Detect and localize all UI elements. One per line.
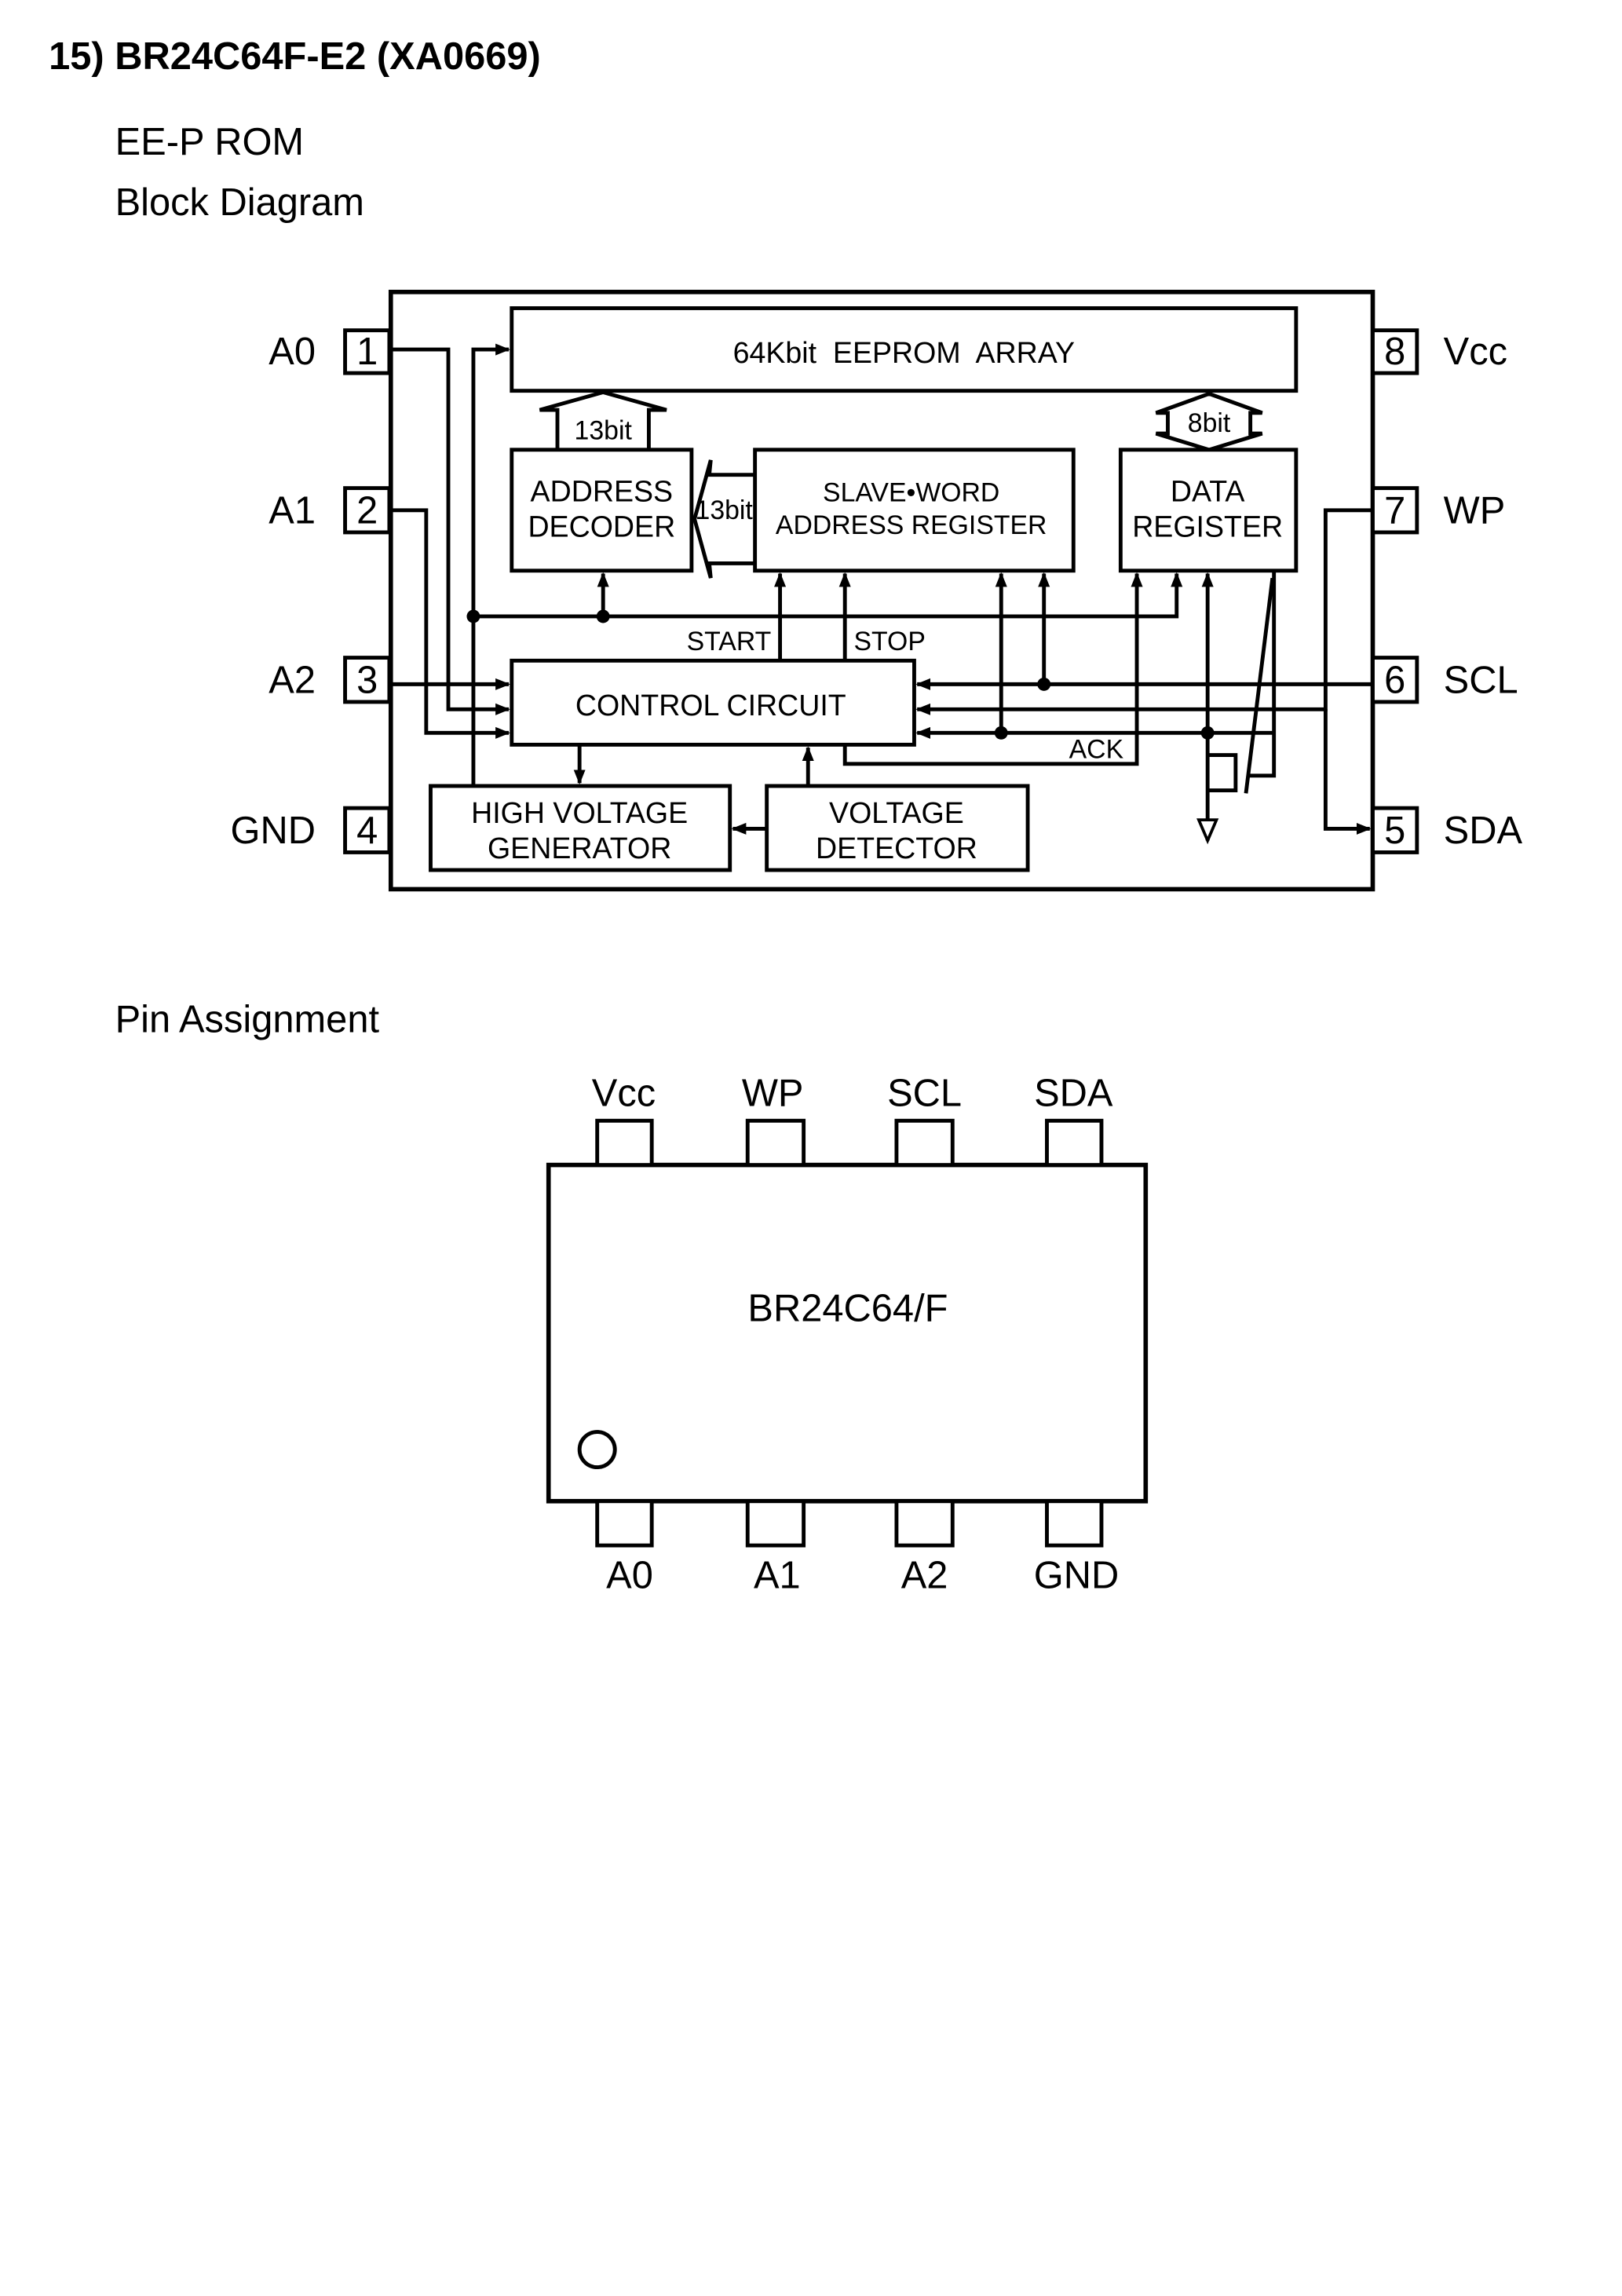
svg-text:DETECTOR: DETECTOR — [816, 832, 977, 865]
svg-text:ADDRESS REGISTER: ADDRESS REGISTER — [776, 510, 1047, 540]
svg-text:13bit: 13bit — [575, 416, 633, 446]
svg-text:SCL: SCL — [887, 1072, 962, 1114]
pin-name: SCL — [1444, 660, 1518, 702]
control-circuit-block: CONTROL CIRCUIT — [510, 658, 916, 747]
svg-text:WP: WP — [742, 1072, 804, 1114]
svg-text:13bit: 13bit — [696, 495, 754, 525]
pin-name: A2 — [269, 660, 316, 702]
svg-text:6: 6 — [1384, 660, 1405, 702]
svg-text:ADDRESS: ADDRESS — [531, 475, 674, 508]
pin-5: 5 SDA — [1371, 806, 1523, 854]
svg-text:VOLTAGE: VOLTAGE — [829, 796, 964, 829]
address-decoder-block: ADDRESS DECODER — [510, 448, 694, 573]
svg-text:GND: GND — [1034, 1555, 1119, 1597]
pin-name: WP — [1444, 490, 1506, 532]
bottom-pin-a0: A0 — [595, 1499, 654, 1597]
pin1-marker — [577, 1430, 617, 1470]
svg-text:SDA: SDA — [1034, 1072, 1113, 1114]
svg-text:REGISTER: REGISTER — [1132, 510, 1283, 543]
svg-text:A1: A1 — [754, 1555, 801, 1597]
pin-name: A0 — [269, 331, 316, 373]
bus-13bit-left-arrow: 13bit — [692, 459, 755, 579]
page-heading: 15) BR24C64F-E2 (XA0669) — [49, 35, 541, 78]
eeprom-array-block: 64Kbit EEPROM ARRAY — [510, 306, 1299, 393]
svg-text:HIGH VOLTAGE: HIGH VOLTAGE — [471, 796, 688, 829]
pin-2: 2 A1 — [269, 486, 392, 535]
svg-text:4: 4 — [356, 810, 378, 852]
svg-text:DECODER: DECODER — [528, 510, 675, 543]
data-register-block: DATA REGISTER — [1118, 448, 1299, 573]
chip-name: BR24C64/F — [747, 1288, 948, 1330]
svg-text:64Kbit EEPROM ARRAY: 64Kbit EEPROM ARRAY — [733, 336, 1075, 369]
bottom-pin-gnd: GND — [1034, 1499, 1119, 1597]
chip-outline — [388, 290, 1375, 892]
package-body — [546, 1162, 1149, 1504]
pin-6: 6 SCL — [1371, 656, 1518, 704]
high-voltage-generator-block: HIGH VOLTAGE GENERATOR — [429, 784, 732, 872]
svg-text:8bit: 8bit — [1188, 408, 1231, 438]
bottom-pin-a1: A1 — [745, 1499, 806, 1597]
pin-name: SDA — [1444, 810, 1523, 852]
bottom-pin-a2: A2 — [894, 1499, 955, 1597]
svg-text:GENERATOR: GENERATOR — [488, 832, 671, 865]
pin-8: 8 Vcc — [1371, 328, 1507, 375]
pin-name: Vcc — [1444, 331, 1507, 373]
pin-1: 1 A0 — [269, 328, 392, 375]
bus-8bit-bidirectional-arrow: 8bit — [1155, 391, 1263, 452]
svg-text:3: 3 — [356, 660, 378, 702]
svg-text:A2: A2 — [901, 1555, 948, 1597]
pin-7: 7 WP — [1371, 486, 1506, 535]
top-pin-sda: SDA — [1034, 1072, 1113, 1168]
pin-name: A1 — [269, 490, 316, 532]
pin-name: GND — [231, 810, 316, 852]
start-label: START — [687, 627, 772, 656]
block-diagram: 1 A0 2 A1 3 A2 4 GND 8 Vcc 7 WP — [231, 290, 1523, 892]
ack-label: ACK — [1069, 734, 1124, 764]
pin-assignment-title: Pin Assignment — [115, 999, 380, 1041]
svg-text:Vcc: Vcc — [592, 1072, 656, 1114]
device-type: EE-P ROM — [115, 121, 305, 163]
stop-label: STOP — [853, 627, 925, 656]
svg-text:7: 7 — [1384, 490, 1405, 532]
pin-3: 3 A2 — [269, 656, 392, 704]
pin-assignment-diagram: BR24C64/F Vcc WP SCL SDA A0 A1 A2 GND — [546, 1072, 1149, 1597]
svg-text:8: 8 — [1384, 331, 1405, 373]
voltage-detector-block: VOLTAGE DETECTOR — [765, 784, 1030, 872]
bus-13bit-up-arrow: 13bit — [539, 390, 667, 450]
block-diagram-title: Block Diagram — [115, 181, 364, 224]
top-pin-vcc: Vcc — [592, 1072, 656, 1168]
svg-text:CONTROL CIRCUIT: CONTROL CIRCUIT — [575, 689, 846, 722]
pin-4: 4 GND — [231, 806, 392, 854]
svg-text:1: 1 — [356, 331, 378, 373]
top-pin-wp: WP — [742, 1072, 806, 1168]
svg-text:2: 2 — [356, 490, 378, 532]
svg-text:5: 5 — [1384, 810, 1405, 852]
svg-text:A0: A0 — [606, 1555, 653, 1597]
slave-word-address-register-block: SLAVE•WORD ADDRESS REGISTER — [753, 448, 1076, 573]
wires — [389, 343, 1373, 845]
svg-text:SLAVE•WORD: SLAVE•WORD — [823, 478, 999, 508]
svg-text:DATA: DATA — [1171, 475, 1245, 508]
top-pin-scl: SCL — [887, 1072, 962, 1168]
